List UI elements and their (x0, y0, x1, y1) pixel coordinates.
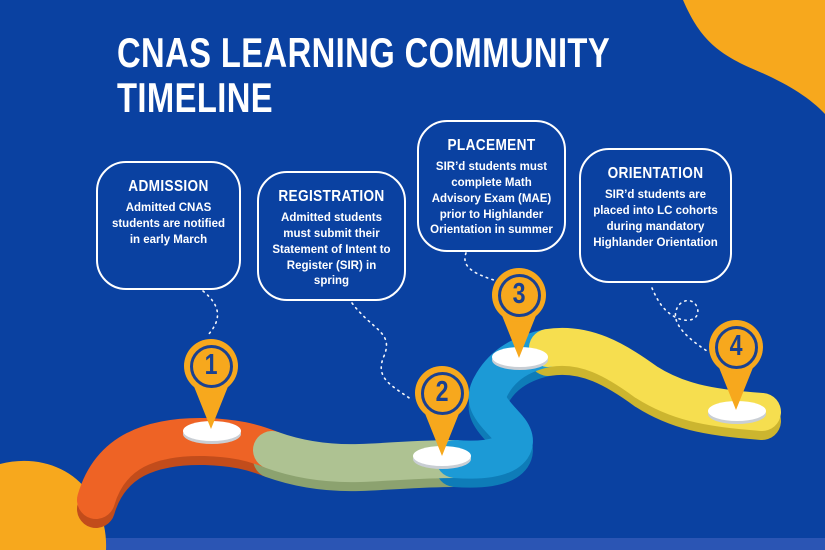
pin-ring: 1 (189, 344, 233, 388)
map-pin-3: 3 (492, 268, 546, 362)
page-title-line1: CNAS LEARNING COMMUNITY (117, 29, 611, 76)
pin-number: 4 (729, 329, 743, 362)
pin-number: 2 (435, 375, 449, 408)
bottom-left-blob (0, 460, 107, 550)
card-description: SIR’d students are placed into LC cohort… (593, 189, 718, 249)
connector-2 (351, 302, 413, 401)
pin-ring: 3 (497, 273, 541, 317)
pin-icon: 1 (184, 339, 238, 393)
connector-4 (651, 287, 708, 352)
map-pin-1: 1 (184, 339, 238, 433)
card-description: Admitted students must submit their Stat… (272, 212, 391, 288)
pin-ring: 4 (714, 325, 758, 369)
pin-icon: 3 (492, 268, 546, 322)
pin-ring: 2 (420, 371, 464, 415)
card-title: PLACEMENT (447, 137, 536, 154)
dotted-connectors (202, 252, 708, 401)
pin-number: 3 (512, 277, 526, 310)
card-title: ADMISSION (128, 178, 209, 195)
pin-icon: 4 (709, 320, 763, 374)
pin-number: 1 (204, 348, 218, 381)
bottom-strip (0, 538, 825, 550)
milestone-card-registration: REGISTRATION Admitted students must subm… (257, 171, 406, 301)
connector-1 (202, 290, 219, 337)
milestone-card-admission: ADMISSION Admitted CNAS students are not… (96, 161, 241, 290)
map-pin-2: 2 (415, 366, 469, 460)
connector-3 (464, 252, 498, 282)
card-title: ORIENTATION (607, 165, 704, 182)
page-title: CNAS LEARNING COMMUNITY TIMELINE (117, 29, 611, 121)
page-title-line2: TIMELINE (117, 73, 273, 121)
milestone-card-orientation: ORIENTATION SIR’d students are placed in… (579, 148, 732, 283)
top-right-blob (683, 0, 825, 114)
pin-icon: 2 (415, 366, 469, 420)
card-title: REGISTRATION (278, 188, 385, 205)
map-pin-4: 4 (709, 320, 763, 414)
milestone-card-placement: PLACEMENT SIR’d students must complete M… (417, 120, 566, 252)
card-description: Admitted CNAS students are notified in e… (111, 202, 226, 246)
card-description: SIR’d students must complete Math Adviso… (430, 161, 553, 237)
